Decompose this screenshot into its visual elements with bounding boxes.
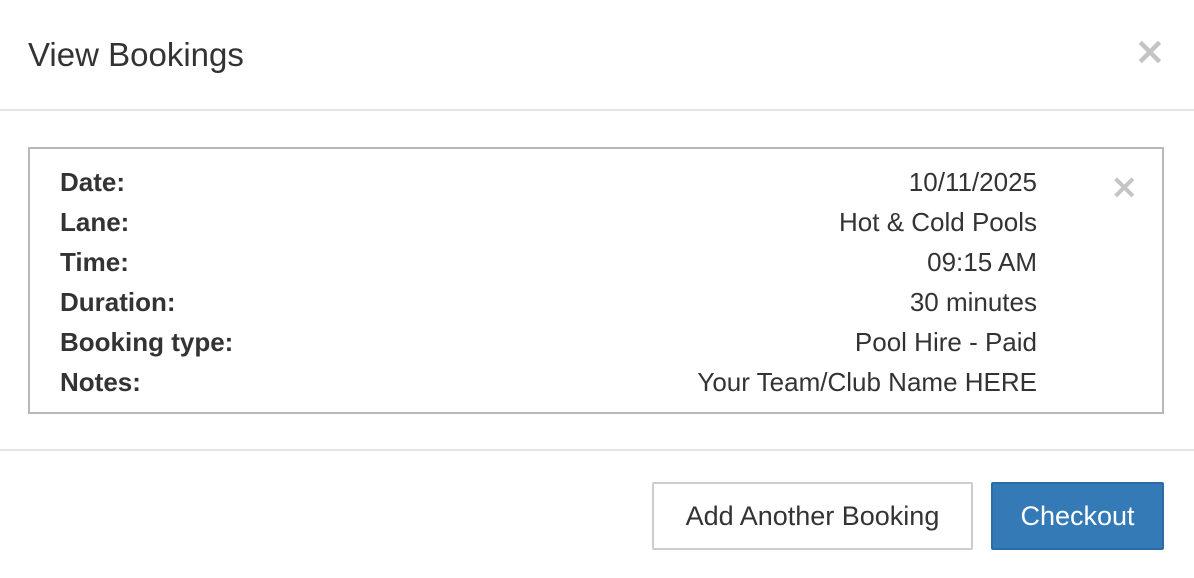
booking-row-type: Booking type: Pool Hire - Paid (60, 322, 1037, 362)
duration-value: 30 minutes (909, 287, 1037, 317)
booking-row-notes: Notes: Your Team/Club Name HERE (60, 362, 1037, 402)
modal-title: View Bookings (28, 36, 244, 73)
lane-value: Hot & Cold Pools (839, 207, 1037, 237)
notes-label: Notes: (60, 367, 141, 397)
modal-footer: Add Another Booking Checkout (0, 449, 1194, 578)
duration-label: Duration: (60, 287, 176, 317)
booking-card: Date: 10/11/2025 Lane: Hot & Cold Pools … (28, 147, 1164, 414)
notes-value: Your Team/Club Name HERE (697, 367, 1037, 397)
close-icon[interactable]: × (1134, 29, 1166, 73)
time-value: 09:15 AM (927, 247, 1037, 277)
lane-label: Lane: (60, 207, 130, 237)
date-label: Date: (60, 167, 126, 197)
booking-row-duration: Duration: 30 minutes (60, 282, 1037, 322)
remove-booking-icon[interactable]: × (1110, 167, 1139, 207)
booking-type-value: Pool Hire - Paid (854, 327, 1037, 357)
booking-type-label: Booking type: (60, 327, 234, 357)
booking-row-lane: Lane: Hot & Cold Pools (60, 202, 1037, 242)
add-another-booking-button[interactable]: Add Another Booking (652, 482, 973, 550)
checkout-button[interactable]: Checkout (991, 482, 1164, 550)
booking-row-time: Time: 09:15 AM (60, 242, 1037, 282)
booking-row-date: Date: 10/11/2025 (60, 162, 1037, 202)
modal-body: Date: 10/11/2025 Lane: Hot & Cold Pools … (0, 111, 1194, 450)
modal-header: View Bookings × (0, 0, 1194, 111)
time-label: Time: (60, 247, 129, 277)
date-value: 10/11/2025 (908, 167, 1037, 197)
